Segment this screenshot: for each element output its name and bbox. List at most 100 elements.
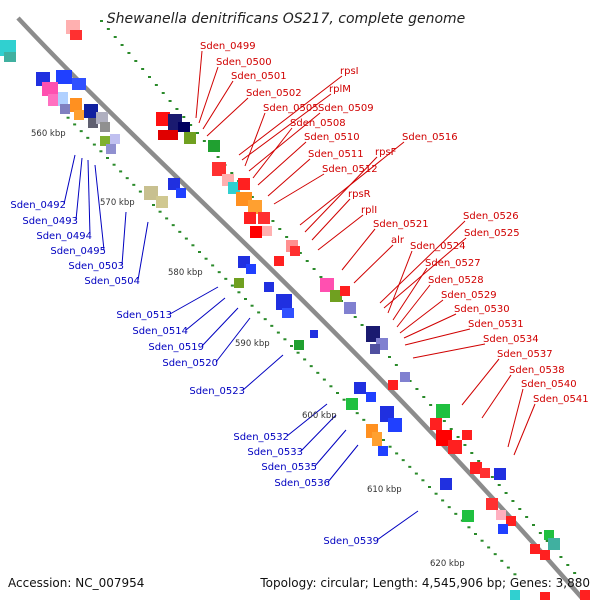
gene-feature[interactable] (354, 382, 366, 394)
gene-label-reverse[interactable]: Sden_0514 (132, 326, 188, 337)
gene-feature[interactable] (400, 372, 410, 382)
gene-feature[interactable] (462, 510, 474, 522)
gene-feature[interactable] (56, 70, 72, 84)
gene-label-forward[interactable]: Sden_0516 (402, 132, 458, 143)
gene-label-reverse[interactable]: Sden_0519 (148, 342, 204, 353)
gene-feature[interactable] (48, 94, 60, 106)
gene-feature[interactable] (262, 226, 272, 236)
gene-feature[interactable] (168, 130, 178, 140)
gene-feature[interactable] (234, 278, 244, 288)
gene-label-forward[interactable]: Sden_0529 (441, 290, 497, 301)
gene-feature[interactable] (274, 256, 284, 266)
gene-feature[interactable] (510, 590, 520, 600)
gene-feature[interactable] (74, 110, 84, 120)
gene-feature[interactable] (540, 592, 550, 600)
gene-label-forward[interactable]: Sden_0530 (454, 304, 510, 315)
gene-feature[interactable] (388, 380, 398, 390)
gene-feature[interactable] (264, 282, 274, 292)
gene-feature[interactable] (106, 144, 116, 154)
gene-feature[interactable] (290, 246, 300, 256)
gene-feature[interactable] (370, 344, 380, 354)
gene-feature[interactable] (544, 530, 554, 540)
gene-label-forward[interactable]: Sden_0521 (373, 219, 429, 230)
gene-feature[interactable] (244, 212, 256, 224)
gene-feature[interactable] (100, 122, 110, 132)
gene-feature[interactable] (436, 404, 450, 418)
gene-feature[interactable] (184, 132, 196, 144)
gene-feature[interactable] (366, 392, 376, 402)
gene-feature[interactable] (372, 432, 382, 446)
gene-label-forward[interactable]: Sden_0499 (200, 41, 256, 52)
gene-feature[interactable] (276, 294, 292, 310)
gene-feature[interactable] (100, 136, 110, 146)
gene-feature[interactable] (246, 264, 256, 274)
gene-feature[interactable] (470, 462, 482, 474)
gene-feature[interactable] (448, 440, 462, 454)
gene-label-reverse[interactable]: Sden_0536 (274, 478, 330, 489)
gene-label-forward[interactable]: rpsF (375, 147, 397, 158)
gene-feature[interactable] (498, 524, 508, 534)
gene-feature[interactable] (388, 418, 402, 432)
gene-feature[interactable] (250, 226, 262, 238)
gene-label-forward[interactable]: Sden_0538 (509, 365, 565, 376)
gene-label-reverse[interactable]: Sden_0492 (10, 200, 66, 211)
gene-label-reverse[interactable]: Sden_0523 (189, 386, 245, 397)
gene-feature[interactable] (70, 98, 82, 112)
gene-feature[interactable] (110, 134, 120, 144)
gene-feature[interactable] (212, 162, 226, 176)
gene-feature[interactable] (282, 308, 294, 318)
gene-feature[interactable] (462, 430, 472, 440)
gene-feature[interactable] (540, 550, 550, 560)
gene-label-forward[interactable]: Sden_0528 (428, 275, 484, 286)
gene-label-forward[interactable]: Sden_0512 (322, 164, 378, 175)
gene-feature[interactable] (548, 538, 560, 550)
gene-feature[interactable] (340, 286, 350, 296)
gene-label-forward[interactable]: rpsR (348, 189, 371, 200)
gene-label-forward[interactable]: Sden_0508 (290, 118, 346, 129)
gene-label-forward[interactable]: Sden_0510 (304, 132, 360, 143)
gene-label-forward[interactable]: Sden_0505 (263, 103, 319, 114)
gene-label-forward[interactable]: Sden_0509 (318, 103, 374, 114)
gene-label-forward[interactable]: Sden_0537 (497, 349, 553, 360)
gene-label-forward[interactable]: Sden_0501 (231, 71, 287, 82)
gene-label-forward[interactable]: Sden_0541 (533, 394, 589, 405)
gene-label-forward[interactable]: Sden_0540 (521, 379, 577, 390)
gene-feature[interactable] (60, 104, 70, 114)
gene-feature[interactable] (248, 200, 262, 214)
gene-feature[interactable] (294, 340, 304, 350)
gene-feature[interactable] (440, 478, 452, 490)
gene-label-forward[interactable]: Sden_0534 (483, 334, 539, 345)
gene-label-reverse[interactable]: Sden_0504 (84, 276, 140, 287)
gene-label-forward[interactable]: Sden_0531 (468, 319, 524, 330)
gene-feature[interactable] (96, 112, 108, 124)
gene-feature[interactable] (168, 178, 180, 190)
gene-label-forward[interactable]: rpsI (340, 66, 359, 77)
gene-feature[interactable] (238, 178, 250, 190)
gene-feature[interactable] (208, 140, 220, 152)
gene-feature[interactable] (320, 278, 334, 292)
gene-feature[interactable] (42, 82, 58, 96)
gene-label-forward[interactable]: rplI (361, 205, 377, 216)
gene-label-forward[interactable]: rplM (329, 84, 351, 95)
gene-feature[interactable] (580, 590, 590, 600)
gene-feature[interactable] (480, 468, 490, 478)
gene-label-forward[interactable]: Sden_0526 (463, 211, 519, 222)
gene-feature[interactable] (72, 78, 86, 90)
gene-feature[interactable] (430, 418, 442, 430)
gene-feature[interactable] (70, 30, 82, 40)
gene-label-reverse[interactable]: Sden_0494 (36, 231, 92, 242)
gene-feature[interactable] (58, 92, 68, 106)
gene-feature[interactable] (346, 398, 358, 410)
gene-feature[interactable] (156, 196, 168, 208)
gene-feature[interactable] (228, 182, 240, 194)
gene-feature[interactable] (84, 104, 98, 118)
gene-label-reverse[interactable]: Sden_0535 (261, 462, 317, 473)
gene-label-forward[interactable]: Sden_0511 (308, 149, 364, 160)
gene-feature[interactable] (486, 498, 498, 510)
gene-label-forward[interactable]: Sden_0525 (464, 228, 520, 239)
gene-label-reverse[interactable]: Sden_0503 (68, 261, 124, 272)
gene-label-forward[interactable]: Sden_0527 (425, 258, 481, 269)
gene-feature[interactable] (496, 510, 506, 520)
gene-feature[interactable] (176, 188, 186, 198)
gene-label-forward[interactable]: Sden_0502 (246, 88, 302, 99)
